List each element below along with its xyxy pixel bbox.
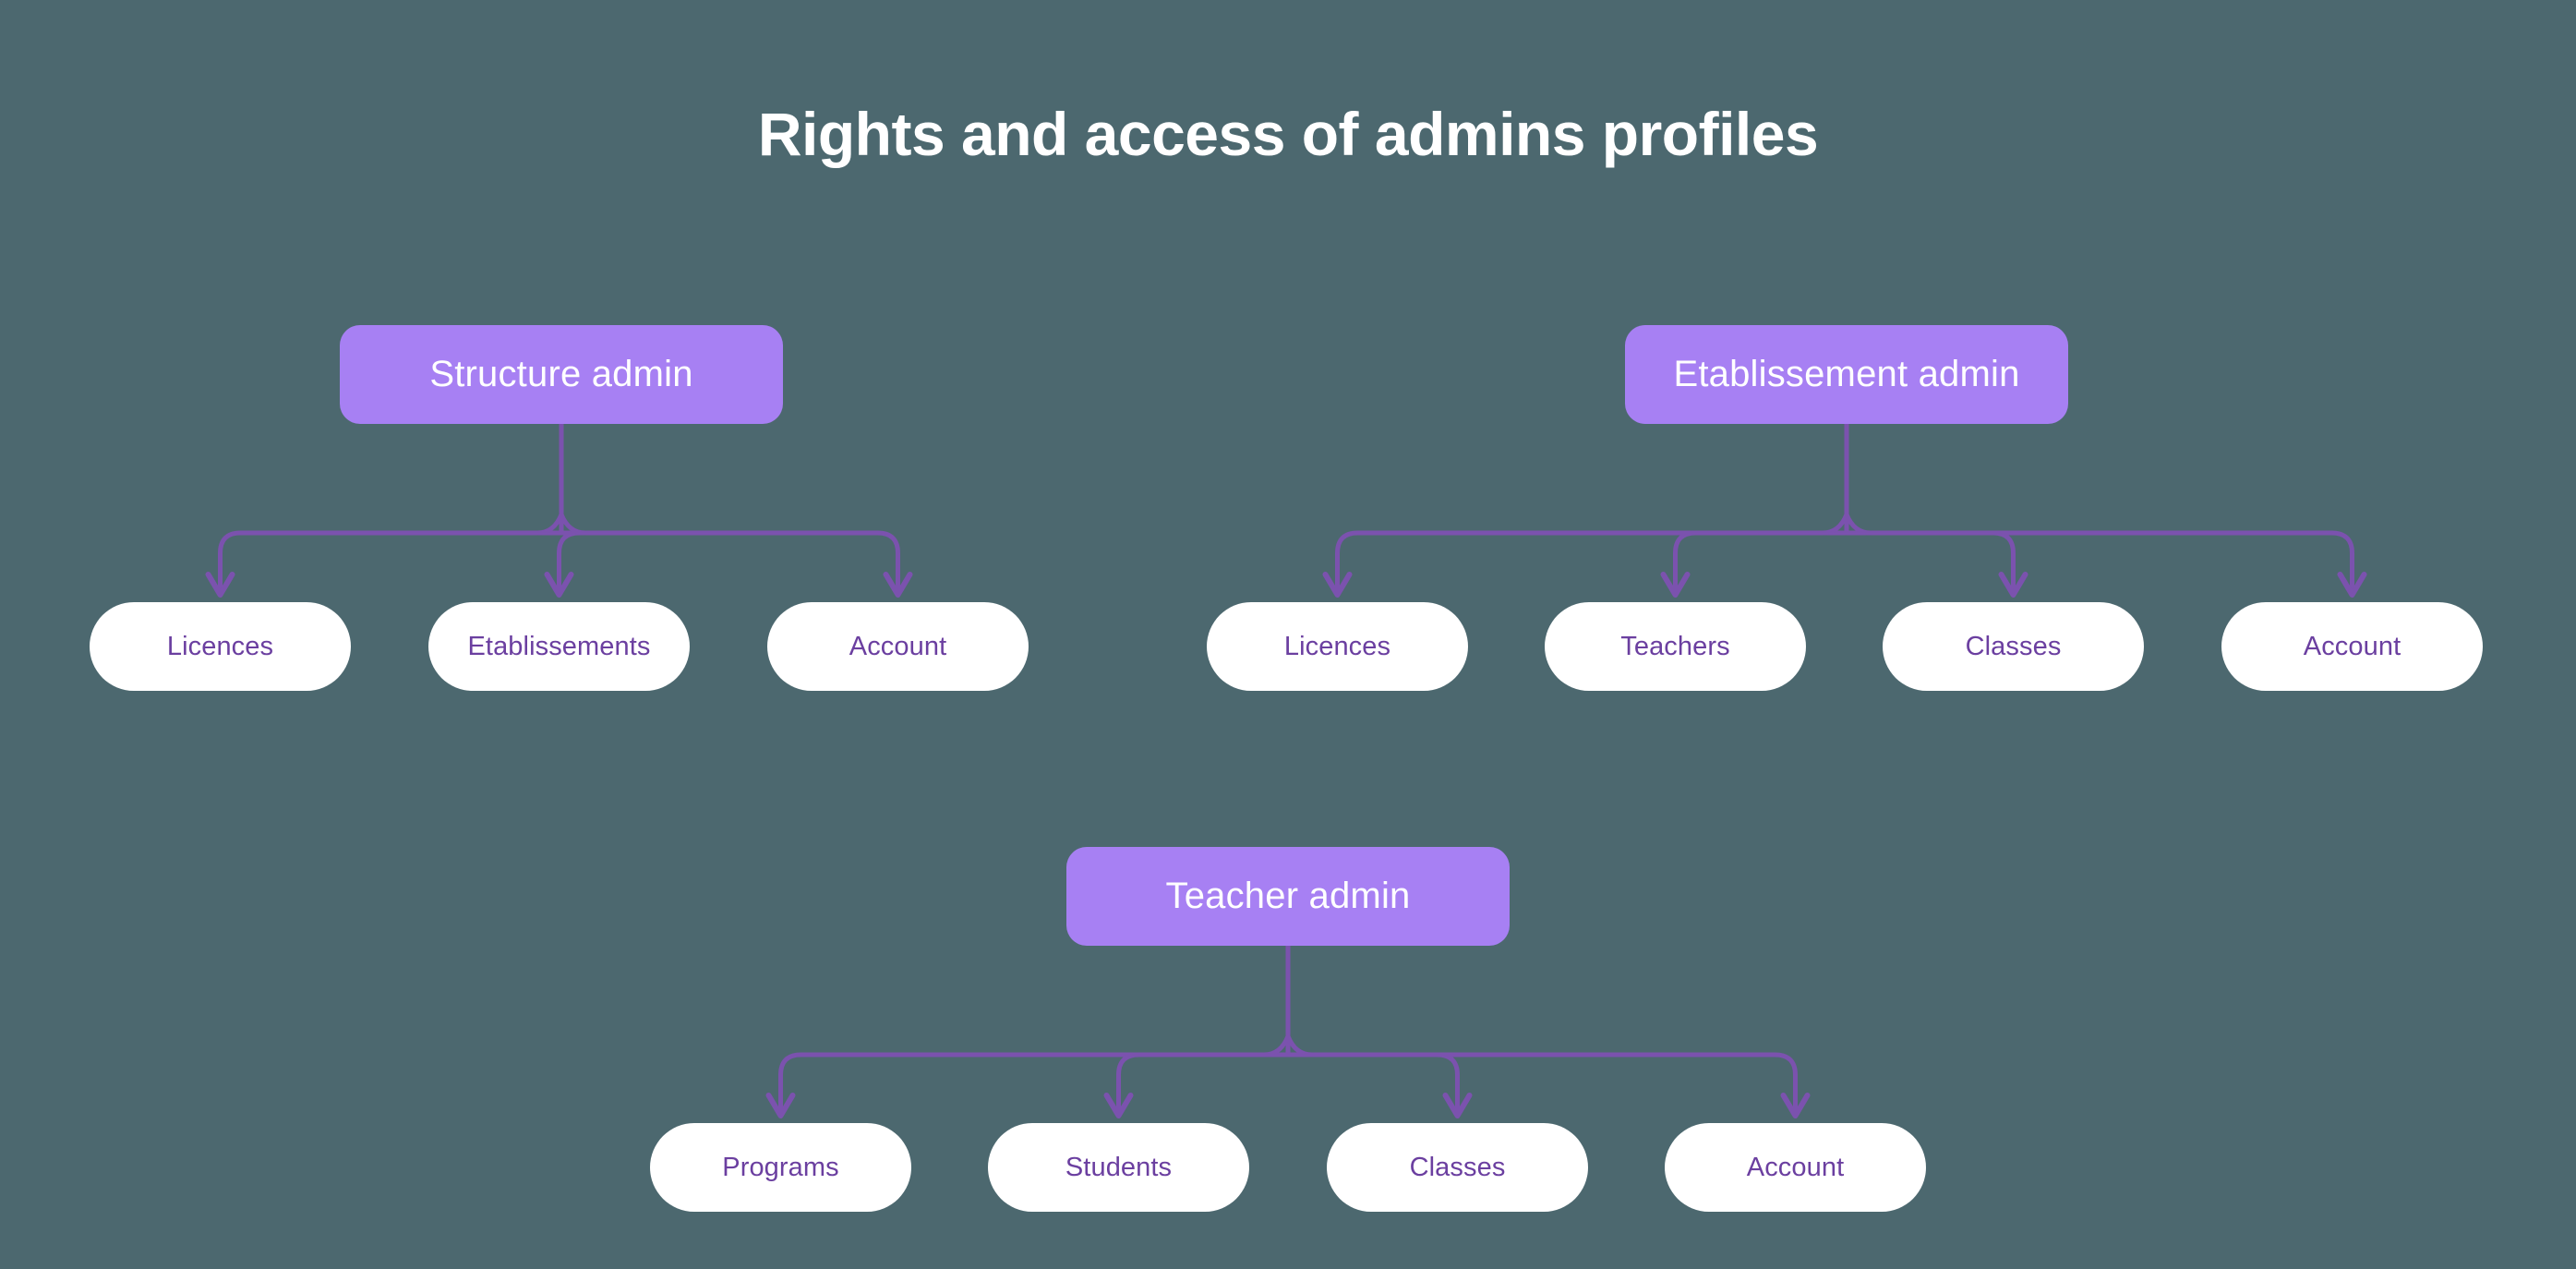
node-teacher-admin-programs-0-label: Programs bbox=[722, 1152, 839, 1182]
connector-teacher-admin-to-programs-0 bbox=[778, 1052, 1291, 1111]
node-etablissement-admin-licences-0-label: Licences bbox=[1283, 631, 1391, 661]
connector-structure-admin-to-licences-0 bbox=[218, 530, 564, 590]
node-teacher-admin-classes-2[interactable]: Classes bbox=[1327, 1123, 1588, 1212]
node-etablissement-admin[interactable]: Etablissement admin bbox=[1625, 325, 2068, 424]
node-etablissement-admin-account-3[interactable]: Account bbox=[2221, 602, 2483, 691]
arrowhead-etablissement-admin-licences-0 bbox=[1322, 572, 1353, 598]
node-etablissement-admin-teachers-1[interactable]: Teachers bbox=[1545, 602, 1806, 691]
node-teacher-admin-classes-2-label: Classes bbox=[1409, 1152, 1506, 1182]
arrowhead-teacher-admin-students-1 bbox=[1103, 1093, 1134, 1118]
arrowhead-teacher-admin-programs-0 bbox=[765, 1093, 796, 1118]
node-structure-admin-label: Structure admin bbox=[429, 354, 693, 394]
node-etablissement-admin-account-3-label: Account bbox=[2303, 631, 2401, 661]
node-teacher-admin-students-1-label: Students bbox=[1065, 1152, 1173, 1182]
connector-etablissement-admin-to-account-3 bbox=[1844, 530, 2354, 590]
node-structure-admin-etablissements-1-label: Etablissements bbox=[467, 631, 651, 661]
node-teacher-admin[interactable]: Teacher admin bbox=[1066, 847, 1510, 946]
node-structure-admin-etablissements-1[interactable]: Etablissements bbox=[428, 602, 690, 691]
node-etablissement-admin-classes-2[interactable]: Classes bbox=[1883, 602, 2144, 691]
arrowhead-etablissement-admin-teachers-1 bbox=[1660, 572, 1691, 598]
node-structure-admin-account-2-label: Account bbox=[849, 631, 947, 661]
node-teacher-admin-account-3-label: Account bbox=[1746, 1152, 1845, 1182]
arrowhead-teacher-admin-classes-2 bbox=[1442, 1093, 1473, 1118]
connector-etablissement-admin-to-classes-2 bbox=[1844, 530, 2016, 590]
connector-structure-admin-to-etablissements-1 bbox=[557, 530, 582, 590]
arrowhead-structure-admin-account-2 bbox=[883, 572, 913, 598]
node-structure-admin-licences-0-label: Licences bbox=[166, 631, 274, 661]
node-teacher-admin-account-3[interactable]: Account bbox=[1665, 1123, 1926, 1212]
arrowhead-etablissement-admin-classes-2 bbox=[1998, 572, 2028, 598]
connector-teacher-admin-to-students-1 bbox=[1116, 1052, 1291, 1111]
node-etablissement-admin-classes-2-label: Classes bbox=[1965, 631, 2062, 661]
arrowhead-teacher-admin-account-3 bbox=[1780, 1093, 1811, 1118]
connector-teacher-admin-to-account-3 bbox=[1285, 1052, 1798, 1111]
connector-etablissement-admin-to-licences-0 bbox=[1335, 530, 1849, 590]
connector-etablissement-admin-to-teachers-1 bbox=[1673, 530, 1849, 590]
node-structure-admin-licences-0[interactable]: Licences bbox=[90, 602, 351, 691]
connector-junction-teacher-admin bbox=[1261, 1030, 1315, 1058]
connector-teacher-admin-to-classes-2 bbox=[1285, 1052, 1460, 1111]
connector-junction-structure-admin bbox=[535, 508, 588, 536]
node-structure-admin-account-2[interactable]: Account bbox=[767, 602, 1029, 691]
arrowhead-etablissement-admin-account-3 bbox=[2337, 572, 2367, 598]
node-etablissement-admin-teachers-1-label: Teachers bbox=[1620, 631, 1730, 661]
arrowhead-structure-admin-etablissements-1 bbox=[544, 572, 574, 598]
node-structure-admin[interactable]: Structure admin bbox=[340, 325, 783, 424]
node-teacher-admin-students-1[interactable]: Students bbox=[988, 1123, 1249, 1212]
node-etablissement-admin-licences-0[interactable]: Licences bbox=[1207, 602, 1468, 691]
node-teacher-admin-label: Teacher admin bbox=[1165, 876, 1411, 916]
arrowhead-structure-admin-licences-0 bbox=[205, 572, 235, 598]
node-teacher-admin-programs-0[interactable]: Programs bbox=[650, 1123, 911, 1212]
node-etablissement-admin-label: Etablissement admin bbox=[1673, 354, 2020, 394]
connector-junction-etablissement-admin bbox=[1820, 508, 1873, 536]
page-title: Rights and access of admins profiles bbox=[757, 100, 1819, 169]
connector-structure-admin-to-account-2 bbox=[559, 530, 900, 590]
